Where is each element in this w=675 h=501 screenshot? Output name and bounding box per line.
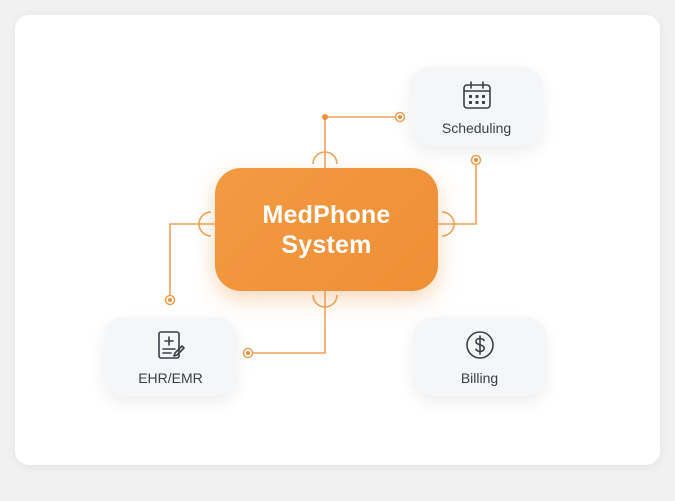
- dollar-circle-icon: [465, 331, 494, 359]
- node-scheduling[interactable]: Scheduling: [410, 67, 543, 146]
- node-label-ehr: EHR/EMR: [138, 370, 203, 386]
- connector-ehr-left: [169, 223, 215, 300]
- node-billing[interactable]: Billing: [413, 317, 546, 396]
- hub-title: MedPhone System: [262, 200, 391, 259]
- connector-scheduling-right: [438, 160, 477, 225]
- node-label-scheduling: Scheduling: [441, 120, 512, 136]
- port-top: [312, 151, 338, 165]
- hub-node[interactable]: MedPhone System: [215, 168, 438, 291]
- hub-dot-top: [322, 114, 328, 120]
- node-label-billing: Billing: [460, 370, 499, 386]
- port-right: [441, 211, 455, 237]
- port-left: [198, 211, 212, 237]
- connector-ehr-bottom: [248, 291, 326, 354]
- calendar-icon: [462, 81, 491, 109]
- port-bottom: [312, 294, 338, 308]
- medical-record-icon: [157, 331, 185, 359]
- node-ehr[interactable]: EHR/EMR: [104, 317, 237, 396]
